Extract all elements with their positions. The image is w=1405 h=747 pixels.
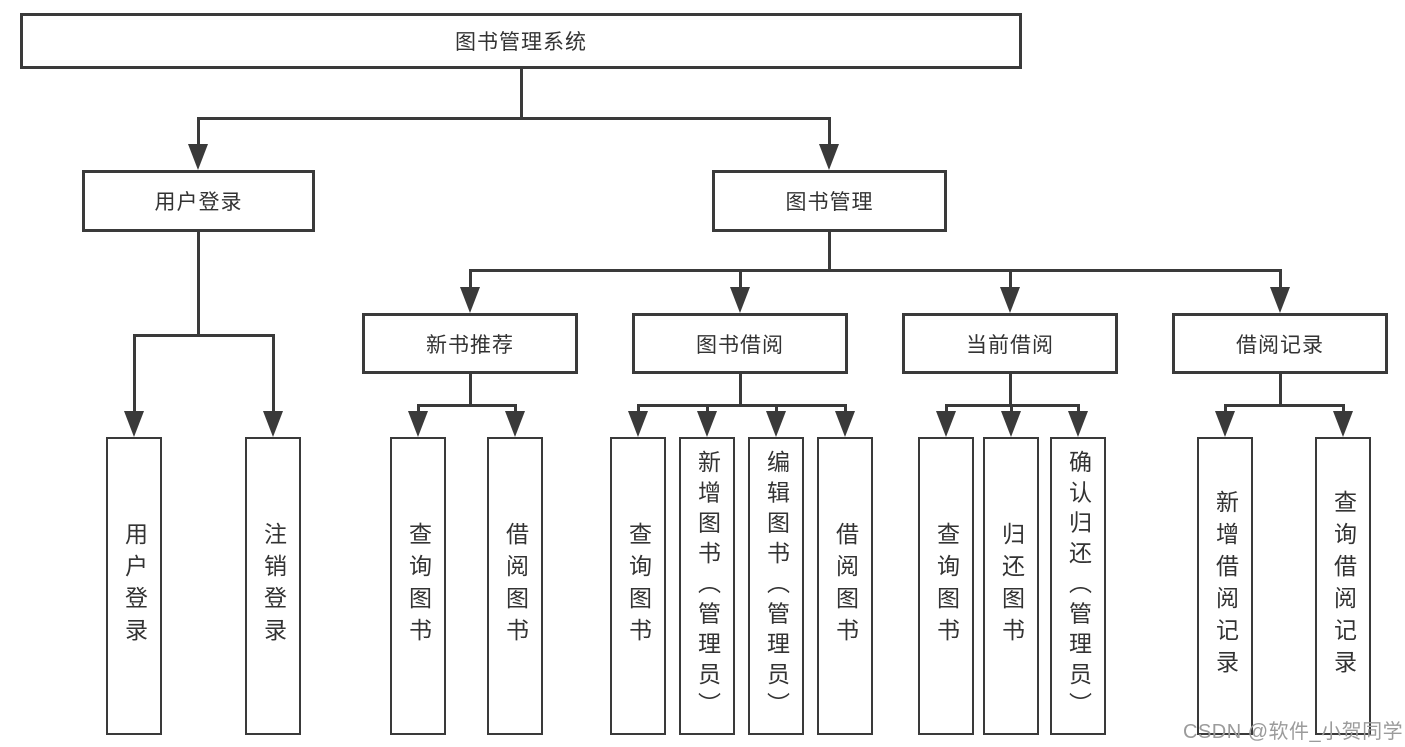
- node-user-login: 用户登录: [82, 170, 315, 232]
- arrow-down-icon: [819, 144, 839, 170]
- leaf-label: 新增图书（管理员）: [694, 449, 721, 723]
- connector-line: [827, 232, 831, 272]
- connector-line: [513, 405, 517, 413]
- connector-line: [1008, 270, 1012, 289]
- connector-line: [636, 403, 847, 407]
- arrow-down-icon: [505, 411, 525, 437]
- arrow-down-icon: [936, 411, 956, 437]
- connector-line: [132, 333, 275, 337]
- connector-line: [196, 116, 831, 120]
- connector-line: [416, 405, 420, 413]
- arrow-down-icon: [1270, 287, 1290, 313]
- leaf-label: 查询图书: [933, 522, 960, 650]
- leaf-query-borrow-record: 查询借阅记录: [1315, 437, 1371, 735]
- connector-line: [196, 232, 200, 337]
- arrow-down-icon: [697, 411, 717, 437]
- leaf-add-book-admin: 新增图书（管理员）: [679, 437, 735, 735]
- node-label: 图书管理系统: [455, 31, 587, 54]
- leaf-label: 归还图书: [998, 522, 1025, 650]
- leaf-confirm-return-admin: 确认归还（管理员）: [1050, 437, 1106, 735]
- leaf-logout: 注销登录: [245, 437, 301, 735]
- arrow-down-icon: [1215, 411, 1235, 437]
- connector-line: [705, 405, 709, 413]
- leaf-label: 借阅图书: [502, 522, 529, 650]
- connector-line: [774, 405, 778, 413]
- arrow-down-icon: [408, 411, 428, 437]
- leaf-label: 确认归还（管理员）: [1065, 449, 1092, 723]
- connector-line: [271, 335, 275, 413]
- connector-line: [1341, 405, 1345, 413]
- leaf-borrow-books-recommend: 借阅图书: [487, 437, 543, 735]
- node-label: 用户登录: [154, 191, 243, 214]
- watermark: CSDN @软件_小贺同学: [1183, 721, 1404, 743]
- arrow-down-icon: [1000, 287, 1020, 313]
- connector-line: [738, 374, 742, 407]
- connector-line: [1223, 405, 1227, 413]
- arrow-down-icon: [1068, 411, 1088, 437]
- leaf-label: 编辑图书（管理员）: [763, 449, 790, 723]
- arrow-down-icon: [188, 144, 208, 170]
- connector-line: [1278, 374, 1282, 407]
- node-borrowing-records: 借阅记录: [1172, 313, 1388, 374]
- connector-line: [1008, 374, 1012, 407]
- arrow-down-icon: [263, 411, 283, 437]
- node-label: 当前借阅: [966, 333, 1054, 357]
- leaf-return-book: 归还图书: [983, 437, 1039, 735]
- connector-line: [132, 335, 136, 413]
- connector-line: [944, 403, 1080, 407]
- arrow-down-icon: [124, 411, 144, 437]
- connector-line: [196, 118, 200, 146]
- leaf-user-login: 用户登录: [106, 437, 162, 735]
- node-library-system: 图书管理系统: [20, 13, 1022, 69]
- leaf-label: 查询借阅记录: [1330, 490, 1357, 682]
- leaf-edit-book-admin: 编辑图书（管理员）: [748, 437, 804, 735]
- connector-line: [843, 405, 847, 413]
- leaf-query-books-borrowing: 查询图书: [610, 437, 666, 735]
- connector-line: [1223, 403, 1345, 407]
- node-new-book-recommend: 新书推荐: [362, 313, 578, 374]
- leaf-label: 借阅图书: [832, 522, 859, 650]
- arrow-down-icon: [1333, 411, 1353, 437]
- connector-line: [1076, 405, 1080, 413]
- connector-line: [468, 374, 472, 407]
- connector-line: [416, 403, 517, 407]
- arrow-down-icon: [835, 411, 855, 437]
- arrow-down-icon: [1001, 411, 1021, 437]
- arrow-down-icon: [460, 287, 480, 313]
- leaf-label: 新增借阅记录: [1212, 490, 1239, 682]
- connector-line: [738, 270, 742, 289]
- leaf-label: 查询图书: [405, 522, 432, 650]
- connector-line: [519, 69, 523, 120]
- node-label: 图书管理: [785, 191, 874, 214]
- connector-line: [636, 405, 640, 413]
- connector-line: [468, 268, 1282, 272]
- leaf-label: 查询图书: [625, 522, 652, 650]
- connector-line: [827, 118, 831, 146]
- leaf-label: 用户登录: [121, 522, 148, 650]
- node-current-borrowing: 当前借阅: [902, 313, 1118, 374]
- arrow-down-icon: [730, 287, 750, 313]
- connector-line: [1009, 405, 1013, 413]
- node-label: 借阅记录: [1236, 333, 1324, 357]
- node-book-management: 图书管理: [712, 170, 947, 232]
- connector-line: [1278, 270, 1282, 289]
- leaf-query-books-recommend: 查询图书: [390, 437, 446, 735]
- leaf-add-borrow-record: 新增借阅记录: [1197, 437, 1253, 735]
- node-book-borrowing: 图书借阅: [632, 313, 848, 374]
- leaf-label: 注销登录: [260, 522, 287, 650]
- leaf-query-books-current: 查询图书: [918, 437, 974, 735]
- arrow-down-icon: [766, 411, 786, 437]
- connector-line: [944, 405, 948, 413]
- node-label: 图书借阅: [696, 333, 784, 357]
- connector-line: [468, 270, 472, 289]
- arrow-down-icon: [628, 411, 648, 437]
- node-label: 新书推荐: [426, 333, 514, 357]
- leaf-borrow-books: 借阅图书: [817, 437, 873, 735]
